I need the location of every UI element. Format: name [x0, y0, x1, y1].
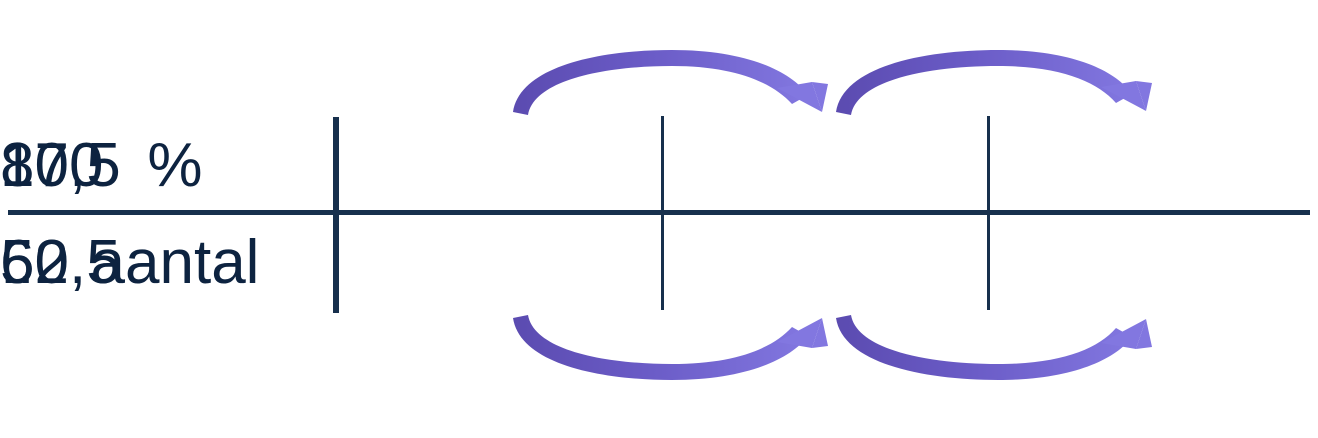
arrow-top-right	[836, 50, 1152, 115]
row-label-aantal: aantal	[90, 228, 260, 297]
arrow-top-left	[513, 50, 828, 115]
arrow-bottom-right	[836, 315, 1152, 380]
cell-aantal-unknown: ...	[0, 228, 52, 297]
cell-percent-875: 87,5	[0, 131, 121, 200]
table-divider-main	[333, 117, 339, 313]
cell-percent-1: 1	[0, 131, 35, 200]
row-label-percent: %	[147, 131, 203, 200]
table-divider-1	[661, 116, 664, 310]
cell-percent-100: 100	[0, 131, 104, 200]
arrow-bottom-left	[513, 315, 828, 380]
cell-aantal-60: 60	[0, 228, 69, 297]
table-divider-2	[987, 116, 990, 310]
cell-aantal-525: 52,5	[0, 228, 121, 297]
table-horizontal-rule	[8, 210, 1310, 215]
